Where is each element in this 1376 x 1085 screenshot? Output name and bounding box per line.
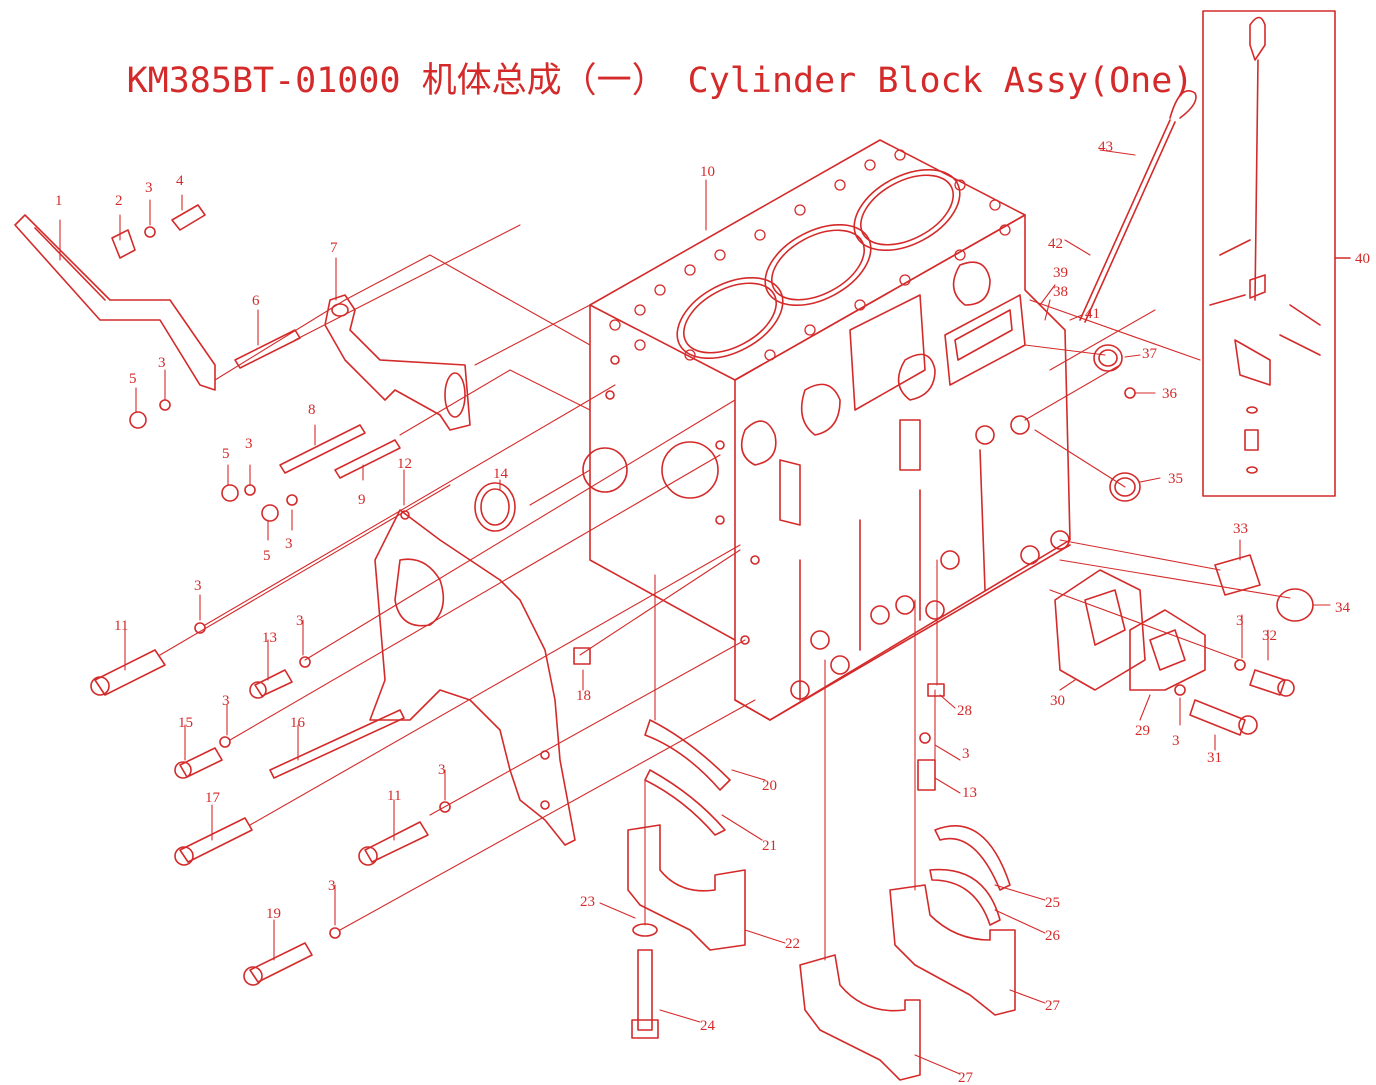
part-label-3: 3 [328, 878, 336, 894]
main-bearing-cap-27a [799, 954, 921, 1081]
part-label-28: 28 [957, 703, 972, 719]
part-label-35: 35 [1168, 471, 1183, 487]
part-label-21: 21 [762, 838, 777, 854]
dipstick-tube [1079, 119, 1171, 321]
part-label-2: 2 [115, 193, 123, 209]
part-label-5: 5 [263, 548, 271, 564]
part-label-26: 26 [1045, 928, 1061, 944]
main-bearing-cap-27b [889, 884, 1016, 1016]
part-label-4: 4 [176, 173, 184, 189]
part-label-25: 25 [1045, 895, 1060, 911]
part-label-3: 3 [158, 355, 166, 371]
part-label-12: 12 [397, 456, 412, 472]
part-label-3: 3 [145, 180, 153, 196]
part-label-3: 3 [296, 613, 304, 629]
inset-box-40 [1202, 10, 1336, 497]
part-label-34: 34 [1335, 600, 1351, 616]
part-label-18: 18 [576, 688, 591, 704]
part-label-27: 27 [958, 1070, 974, 1085]
part-label-16: 16 [290, 715, 306, 731]
part-label-30: 30 [1050, 693, 1065, 709]
part-label-15: 15 [178, 715, 193, 731]
part-label-23: 23 [580, 894, 595, 910]
part-label-11: 11 [387, 788, 401, 804]
filter-housing-30 [1054, 569, 1146, 691]
main-bearing-cap-22 [627, 824, 746, 951]
part-label-39: 39 [1053, 265, 1068, 281]
engine-bracket [324, 294, 471, 431]
part-label-13: 13 [262, 630, 277, 646]
part-label-29: 29 [1135, 723, 1150, 739]
part-label-22: 22 [785, 936, 800, 952]
lifting-lug [14, 214, 216, 391]
part-label-31: 31 [1207, 750, 1222, 766]
part-label-33: 33 [1233, 521, 1248, 537]
part-label-42: 42 [1048, 236, 1063, 252]
part-label-19: 19 [266, 906, 281, 922]
part-label-11: 11 [114, 618, 128, 634]
part-label-3: 3 [1236, 613, 1244, 629]
part-label-32: 32 [1262, 628, 1277, 644]
part-label-6: 6 [252, 293, 260, 309]
cylinder-block [582, 139, 1071, 721]
part-label-3: 3 [194, 578, 202, 594]
part-label-38: 38 [1053, 284, 1068, 300]
part-label-10: 10 [700, 164, 715, 180]
part-label-41: 41 [1085, 306, 1100, 322]
part-label-3: 3 [1172, 733, 1180, 749]
part-label-3: 3 [222, 693, 230, 709]
part-label-27: 27 [1045, 998, 1061, 1014]
part-label-20: 20 [762, 778, 777, 794]
diagram-title: KM385BT-01000 机体总成（一） Cylinder Block Ass… [126, 61, 1194, 101]
part-label-24: 24 [700, 1018, 716, 1034]
part-label-8: 8 [308, 402, 316, 418]
gasket-29 [1129, 609, 1206, 691]
front-plate-gasket [369, 509, 576, 846]
part-label-5: 5 [222, 446, 230, 462]
part-label-40: 40 [1355, 251, 1370, 267]
part-label-36: 36 [1162, 386, 1178, 402]
part-label-13: 13 [962, 785, 977, 801]
part-label-7: 7 [330, 240, 338, 256]
part-label-1: 1 [55, 193, 63, 209]
part-label-3: 3 [438, 762, 446, 778]
part-label-3: 3 [245, 436, 253, 452]
part-label-9: 9 [358, 492, 366, 508]
part-label-14: 14 [493, 466, 509, 482]
part-label-37: 37 [1142, 346, 1158, 362]
part-label-3: 3 [285, 536, 293, 552]
bearing-shell-upper [644, 719, 731, 791]
part-label-17: 17 [205, 790, 221, 806]
part-label-43: 43 [1098, 139, 1113, 155]
part-label-5: 5 [129, 371, 137, 387]
bearing-shell-lower [644, 769, 726, 836]
part-label-3: 3 [962, 746, 970, 762]
